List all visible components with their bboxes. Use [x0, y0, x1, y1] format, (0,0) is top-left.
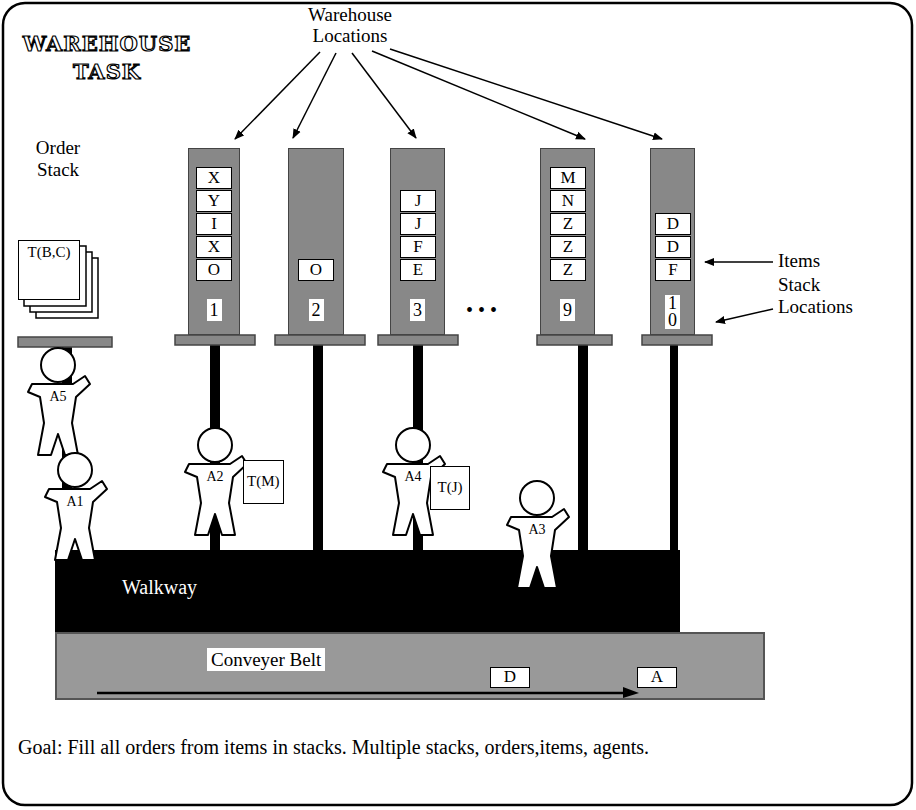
item-letter: I: [200, 214, 228, 233]
frame: [3, 3, 912, 805]
item-letter: D: [659, 214, 687, 233]
stack-item: J: [400, 213, 436, 235]
stack-number: 9: [560, 299, 575, 321]
order-label: T(M): [247, 472, 280, 490]
stack-location: 9MNZZZ: [540, 148, 595, 335]
belt-arrow: [57, 634, 763, 698]
item-letter: A: [641, 668, 673, 686]
stack-item: X: [196, 236, 232, 258]
agent-figure: A3: [502, 480, 572, 590]
stack-item: X: [196, 167, 232, 189]
item-letter: F: [404, 237, 432, 256]
agent-figure: A1: [40, 452, 110, 562]
stack-item: O: [298, 259, 334, 281]
item-letter: N: [554, 191, 582, 210]
item-letter: X: [200, 237, 228, 256]
stack-number: 3: [410, 299, 425, 321]
band-label: Walkway: [122, 575, 197, 599]
order-card: T(M): [243, 460, 284, 504]
item-letter: O: [200, 260, 228, 279]
item-letter: E: [404, 260, 432, 279]
stack-item: Z: [550, 259, 586, 281]
stack-item: D: [655, 236, 691, 258]
stack-item: Z: [550, 236, 586, 258]
stack-number: 1: [207, 299, 222, 321]
item-letter: O: [302, 260, 330, 279]
item-letter: J: [404, 191, 432, 210]
caption-box: Goal: Fill all orders from items in stac…: [18, 734, 903, 760]
poles: [62, 345, 678, 552]
note-label: Stack Locations: [778, 274, 870, 318]
note-label: Order Stack: [22, 137, 94, 181]
stack-number: 2: [309, 299, 324, 321]
stack-item: E: [400, 259, 436, 281]
agent-figure: A5: [23, 347, 93, 457]
agent-name: A5: [23, 389, 93, 405]
stack-item: D: [655, 213, 691, 235]
band-label: Conveyer Belt: [207, 648, 325, 671]
stack-item: I: [196, 213, 232, 235]
label-box: Warehouse Locations: [285, 4, 415, 46]
agent-figure: A2: [180, 427, 250, 537]
agent-name: A3: [502, 522, 572, 538]
shelves: [18, 335, 712, 347]
belt-item: D: [490, 667, 530, 688]
walkway-band: Walkway: [55, 550, 680, 638]
note-label: Warehouse Locations: [285, 4, 415, 46]
item-letter: Z: [554, 214, 582, 233]
label-box: Stack Locations: [778, 274, 870, 318]
item-letter: Z: [554, 260, 582, 279]
stack-location: 1XYIXO: [188, 148, 240, 335]
belt-item: A: [637, 667, 677, 688]
agent-name: A1: [40, 494, 110, 510]
order-label: T(J): [434, 478, 466, 496]
stack-item: Z: [550, 213, 586, 235]
label-box: • • •: [466, 298, 526, 322]
note-label: • • •: [466, 298, 526, 322]
item-letter: J: [404, 214, 432, 233]
item-letter: D: [494, 668, 526, 686]
stack-location: 10DDF: [650, 148, 695, 335]
order-card: T(B,C): [18, 240, 80, 300]
item-letter: Y: [200, 191, 228, 210]
label-box: Items: [778, 250, 898, 272]
item-letter: M: [554, 168, 582, 187]
order-label: T(B,C): [22, 243, 76, 261]
agent-name: A2: [180, 469, 250, 485]
note-label: Items: [778, 250, 898, 272]
item-letter: Z: [554, 237, 582, 256]
stack-item: J: [400, 190, 436, 212]
conveyor-band: Conveyer BeltD A: [55, 632, 765, 700]
stack-item: N: [550, 190, 586, 212]
stack-location: 3JJFE: [390, 148, 445, 335]
caption: Goal: Fill all orders from items in stac…: [18, 734, 903, 760]
item-letter: X: [200, 168, 228, 187]
stack-item: F: [655, 259, 691, 281]
stack-number: 10: [665, 295, 680, 329]
stack-location: 2O: [288, 148, 344, 335]
stack-item: M: [550, 167, 586, 189]
label-box: Order Stack: [22, 137, 94, 181]
stack-item: Y: [196, 190, 232, 212]
title: WAREHOUSE TASK: [22, 30, 192, 86]
order-card: T(J): [430, 466, 470, 510]
stack-item: F: [400, 236, 436, 258]
item-letter: D: [659, 237, 687, 256]
title-box: WAREHOUSE TASK: [22, 30, 192, 86]
item-letter: F: [659, 260, 687, 279]
stack-item: O: [196, 259, 232, 281]
